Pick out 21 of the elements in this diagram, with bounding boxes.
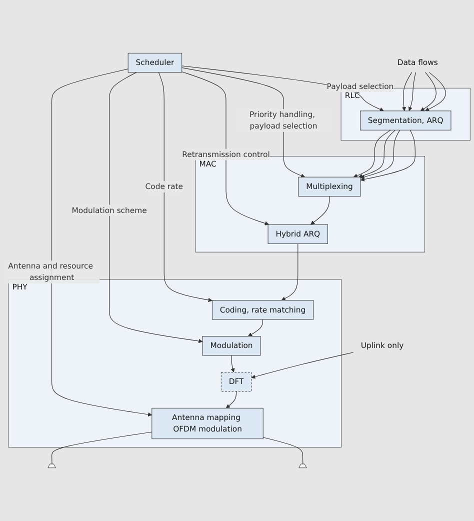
arrow (251, 352, 354, 379)
connector (262, 437, 304, 465)
arrow (310, 196, 330, 225)
arrow (402, 72, 412, 112)
arrow (248, 319, 264, 336)
arrow (353, 130, 391, 178)
arrow (425, 72, 446, 112)
arrow (281, 243, 298, 300)
arrow (109, 72, 203, 344)
arrow (182, 67, 306, 178)
arrow (158, 72, 212, 302)
arrow (408, 72, 416, 112)
node-antenna (48, 464, 56, 468)
arrow (420, 72, 436, 112)
arrow (230, 355, 235, 372)
arrow (51, 68, 152, 417)
arrow (360, 130, 416, 182)
arrow (226, 391, 237, 408)
arrow (182, 71, 270, 226)
node-antenna (298, 464, 307, 468)
connector (52, 432, 152, 465)
